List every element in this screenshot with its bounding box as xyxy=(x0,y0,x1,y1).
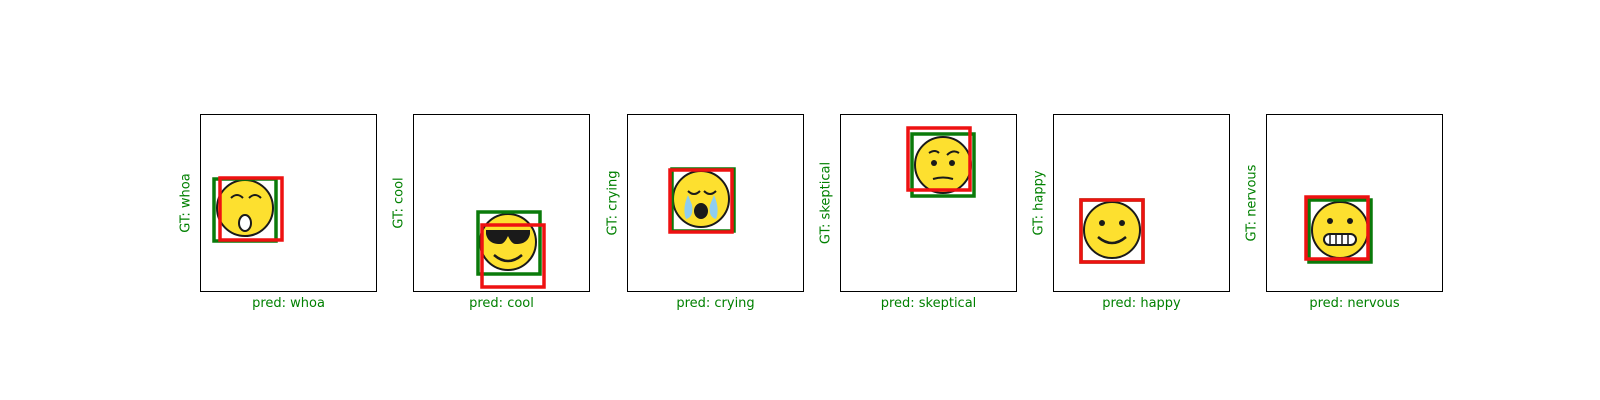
panel-crying xyxy=(627,114,804,292)
pred-label-skeptical: pred: skeptical xyxy=(880,296,977,311)
gt-label-crying: GT: crying xyxy=(605,170,621,236)
gt-box xyxy=(476,210,542,276)
skeptical-face-icon xyxy=(906,126,976,198)
pred-box xyxy=(480,223,546,289)
pred-box xyxy=(1079,198,1145,264)
whoa-face-icon xyxy=(212,176,284,243)
pred-label-happy: pred: happy xyxy=(1102,296,1181,311)
cool-sunglasses-face-icon xyxy=(476,210,546,289)
nervous-grimace-face-icon xyxy=(1304,195,1373,264)
gt-label-happy: GT: happy xyxy=(1031,170,1047,236)
pred-box xyxy=(906,126,972,192)
gt-box xyxy=(910,132,976,198)
pred-box xyxy=(668,168,734,234)
gt-label-skeptical: GT: skeptical xyxy=(818,161,834,245)
gt-label-nervous: GT: nervous xyxy=(1244,164,1260,242)
pred-label-nervous: pred: nervous xyxy=(1309,296,1400,311)
gt-label-cool: GT: cool xyxy=(391,177,407,229)
pred-label-crying: pred: crying xyxy=(676,296,755,311)
panel-skeptical xyxy=(840,114,1017,292)
crying-face-icon xyxy=(668,167,736,234)
panel-cool xyxy=(413,114,590,292)
pred-box xyxy=(1304,195,1370,261)
panel-happy xyxy=(1053,114,1230,292)
pred-box xyxy=(218,176,284,242)
panel-whoa xyxy=(200,114,377,292)
pred-label-whoa: pred: whoa xyxy=(252,296,325,311)
gt-label-whoa: GT: whoa xyxy=(178,173,194,233)
panel-nervous xyxy=(1266,114,1443,292)
happy-face-icon xyxy=(1079,198,1145,264)
pred-label-cool: pred: cool xyxy=(469,296,534,311)
gt-box xyxy=(1307,198,1373,264)
